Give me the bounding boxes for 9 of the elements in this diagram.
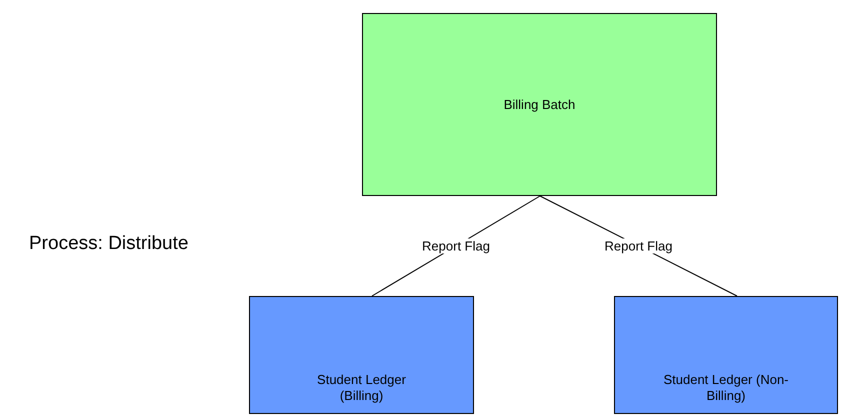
edge-label: Report Flag: [602, 238, 674, 254]
process-title: Process: Distribute: [29, 233, 188, 255]
box-label: Billing Batch: [504, 96, 576, 112]
box-label: Student Ledger (Non-Billing): [662, 372, 790, 404]
process-box: [249, 296, 474, 414]
process-box: [614, 296, 838, 414]
box-label: Student Ledger (Billing): [316, 372, 407, 404]
process-box: [362, 13, 717, 196]
edge-label: Report Flag: [420, 238, 492, 254]
